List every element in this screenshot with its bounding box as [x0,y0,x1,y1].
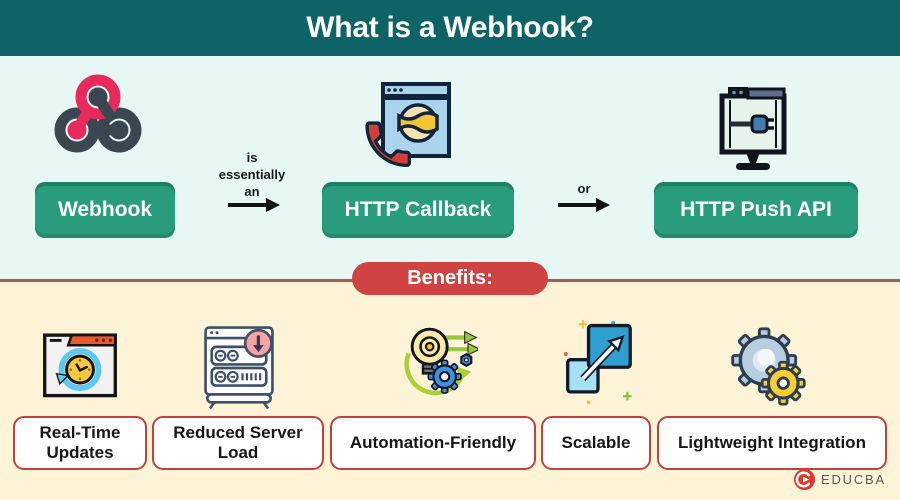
educba-wordmark: EDUCBA [821,472,886,487]
benefit-label-automation-friendly: Automation-Friendly [330,416,536,470]
connector-2-text: or [577,181,591,196]
benefits-section: Real-Time Updates Reduced Server Load Au… [0,282,900,500]
benefits-banner: Benefits: [352,262,548,295]
benefit-label-real-time-updates: Real-Time Updates [13,416,147,470]
automation-friendly-icon [404,327,478,396]
flow-section: Webhook HTTP Callback HTTP Push API is e… [0,56,900,281]
benefit-label-text: Lightweight Integration [678,432,866,452]
educba-mark-icon [793,468,816,491]
arrow-right-icon [558,198,610,212]
header-bar: What is a Webhook? [0,0,900,56]
benefit-label-scalable: Scalable [541,416,651,470]
webhook-button-label: Webhook [57,198,153,221]
http-callback-icon [365,82,451,167]
scalable-icon [563,319,632,405]
benefit-label-text: Reduced Server Load [173,422,303,462]
benefit-label-reduced-server-load: Reduced Server Load [152,416,324,470]
benefit-label-text: Scalable [561,432,631,452]
benefit-label-lightweight-integration: Lightweight Integration [657,416,887,470]
benefit-label-text: Real-Time Updates [39,422,121,462]
http-callback-button-label: HTTP Callback [344,198,492,221]
educba-logo: EDUCBA [793,468,886,491]
http-callback-button: HTTP Callback [322,182,514,238]
reduced-server-load-icon [204,326,274,410]
arrow-right-icon [228,198,280,212]
webhook-logo-icon [54,74,142,153]
http-push-api-icon [719,87,787,170]
real-time-updates-icon [43,333,117,398]
benefit-label-text: Automation-Friendly [349,432,517,452]
benefits-banner-label: Benefits: [407,267,493,289]
connector-1-text: is essentially an [218,150,286,199]
webhook-button: Webhook [35,182,175,238]
http-push-api-button: HTTP Push API [654,182,858,238]
lightweight-integration-icon [731,327,806,406]
page-title: What is a Webhook? [306,11,594,44]
http-push-api-button-label: HTTP Push API [680,198,832,221]
